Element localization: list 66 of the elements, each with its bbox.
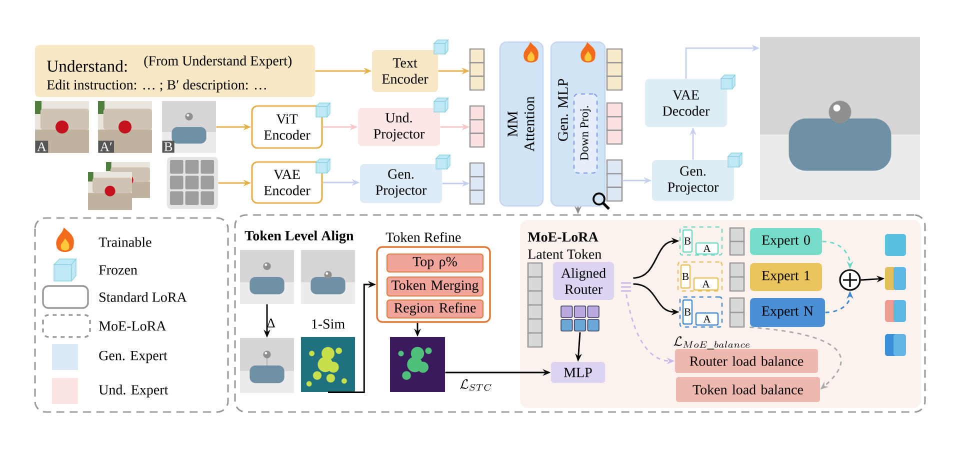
matrix-box: B bbox=[682, 299, 693, 325]
instruction-box: Understand: (From Understand Expert) Edit instruction: … ; B′ description: … bbox=[35, 45, 315, 97]
lora-box bbox=[679, 226, 723, 256]
photo-stack bbox=[88, 162, 150, 210]
projector-box: Gen. Projector bbox=[360, 164, 442, 203]
expert-box: Expert 0 bbox=[750, 228, 822, 255]
legend-label: Und. Expert bbox=[98, 384, 168, 398]
attention-column: MM Attention bbox=[499, 41, 544, 207]
lora-box bbox=[677, 261, 723, 292]
photo bbox=[240, 250, 294, 304]
photo: A′ bbox=[98, 101, 152, 153]
edge-label: $\mathcal{L}_{MoE\_balance}$ bbox=[674, 336, 750, 350]
mlp-box: MLP bbox=[551, 362, 605, 383]
node-label: B bbox=[164, 142, 172, 152]
expert-box: Expert 1 bbox=[750, 263, 822, 291]
legend-label: Gen. Expert bbox=[99, 350, 168, 364]
patch-grid bbox=[167, 157, 218, 209]
legend-label: MoE-LoRA bbox=[99, 321, 166, 331]
edge-label: Δ bbox=[267, 318, 275, 328]
arrow bbox=[750, 326, 842, 390]
edge-label: $\mathcal{L}_{STC}$ bbox=[460, 379, 492, 391]
step-box: Top ρ% bbox=[386, 253, 484, 273]
node-label: 1-Sim bbox=[312, 319, 345, 329]
legend-label: Frozen bbox=[99, 265, 138, 275]
step-box: Token Merging bbox=[386, 276, 484, 297]
column-label: Latent Token bbox=[528, 249, 602, 259]
photo: A bbox=[35, 101, 89, 153]
projection-box: Down Proj. bbox=[573, 93, 598, 174]
projector-box: Gen. Projector bbox=[652, 160, 734, 201]
step-box: Region Refine bbox=[386, 299, 484, 319]
output-token bbox=[885, 300, 906, 322]
router-box: Aligned Router bbox=[553, 262, 614, 300]
matrix-box: B bbox=[680, 264, 691, 289]
lora-box bbox=[679, 296, 723, 328]
token-stack bbox=[606, 159, 623, 202]
token-stack bbox=[606, 48, 623, 91]
photo: B bbox=[162, 101, 216, 153]
encoder-box: VAE Encoder bbox=[251, 161, 323, 204]
token-stack bbox=[469, 105, 485, 148]
token-stack bbox=[469, 48, 485, 91]
matrix-box: A bbox=[695, 312, 719, 326]
decoder-box: VAE Decoder bbox=[645, 79, 727, 127]
loss-box: Router load balance bbox=[675, 349, 818, 373]
legend-label: Trainable bbox=[98, 237, 152, 247]
projector-box: Und. Projector bbox=[358, 108, 440, 146]
matrix-box: A bbox=[693, 277, 719, 291]
legend-label: Standard LoRA bbox=[100, 292, 187, 302]
output-token bbox=[885, 267, 906, 290]
heat-map bbox=[390, 337, 445, 392]
output-token bbox=[885, 334, 906, 356]
loss-box: Token load balance bbox=[676, 377, 820, 402]
heat-map: 1-Sim bbox=[301, 319, 355, 392]
photo bbox=[301, 250, 355, 304]
token-stack bbox=[469, 162, 485, 205]
expert-box: Expert N bbox=[750, 298, 825, 327]
difference-photo bbox=[240, 338, 294, 393]
node-label: Token Refine bbox=[386, 232, 461, 242]
token-stack bbox=[606, 102, 623, 145]
output-photo bbox=[760, 37, 920, 200]
router-grid-icon bbox=[560, 306, 600, 332]
token-column bbox=[527, 262, 543, 348]
matrix-box: A bbox=[695, 242, 719, 255]
matrix-box: B bbox=[682, 229, 693, 253]
encoder-box: ViT Encoder bbox=[251, 105, 323, 149]
output-token bbox=[885, 234, 906, 256]
encoder-box: Text Encoder bbox=[372, 50, 438, 92]
